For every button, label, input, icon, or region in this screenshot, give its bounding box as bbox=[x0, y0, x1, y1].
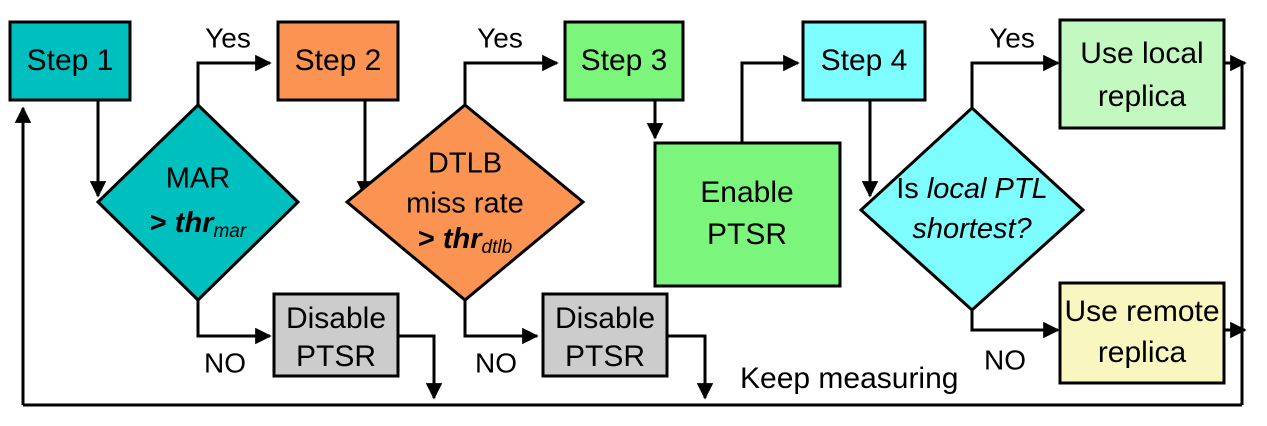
edge-mar-no-to-disable1 bbox=[196, 300, 272, 345]
node-step3-label: Step 3 bbox=[581, 44, 668, 77]
node-ptl-line1-italic: local PTL bbox=[927, 173, 1048, 205]
node-enable-ptsr-line1: Enable bbox=[700, 176, 793, 209]
node-disable-ptsr-2-line1: Disable bbox=[555, 302, 655, 335]
node-use-remote-replica[interactable] bbox=[1058, 281, 1226, 385]
edge-disable2-to-bottom bbox=[667, 334, 714, 400]
node-dtlb-line2: miss rate bbox=[406, 188, 524, 220]
node-step1[interactable] bbox=[8, 20, 132, 102]
node-use-local-replica-line2: replica bbox=[1098, 80, 1187, 113]
node-mar-decision[interactable] bbox=[95, 102, 301, 303]
node-ptl-line1-prefix: Is bbox=[896, 173, 927, 205]
node-disable-ptsr-2[interactable] bbox=[541, 292, 669, 378]
node-ptl-line1: Is local PTL bbox=[896, 173, 1048, 205]
node-disable-ptsr-2-line2: PTSR bbox=[565, 340, 645, 373]
node-dtlb-line3-prefix: > bbox=[418, 223, 443, 255]
node-step4-label: Step 4 bbox=[821, 44, 908, 77]
node-step2-label: Step 2 bbox=[295, 44, 382, 77]
edge-enable-ptsr-to-step4 bbox=[740, 54, 800, 143]
node-use-local-replica[interactable] bbox=[1058, 18, 1226, 130]
edge-label-keep-measuring: Keep measuring bbox=[740, 362, 958, 395]
node-dtlb-line3: > thrdtlb bbox=[418, 223, 512, 258]
edge-label-no-1: NO bbox=[204, 347, 246, 378]
edge-label-yes-2: Yes bbox=[477, 22, 523, 53]
edge-ptl-yes-to-use-local bbox=[970, 54, 1060, 108]
edge-label-yes-3: Yes bbox=[989, 22, 1035, 53]
node-enable-ptsr[interactable] bbox=[653, 141, 842, 288]
edge-ptl-no-to-use-remote bbox=[970, 310, 1060, 339]
node-ptl-decision[interactable] bbox=[858, 105, 1086, 313]
node-mar-line2-main: thr bbox=[175, 207, 215, 239]
edge-disable1-to-bottom bbox=[398, 334, 443, 400]
edge-label-no-3: NO bbox=[984, 344, 1026, 375]
node-disable-ptsr-1-line1: Disable bbox=[286, 302, 386, 335]
node-dtlb-decision[interactable] bbox=[344, 103, 586, 302]
node-enable-ptsr-line2: PTSR bbox=[707, 218, 787, 251]
edge-label-no-2: NO bbox=[475, 347, 517, 378]
node-step1-label: Step 1 bbox=[27, 44, 114, 77]
node-mar-line1: MAR bbox=[166, 163, 230, 195]
node-step3[interactable] bbox=[563, 20, 685, 102]
edge-dtlb-no-to-disable2 bbox=[463, 300, 539, 345]
node-disable-ptsr-1[interactable] bbox=[272, 292, 400, 378]
node-step4[interactable] bbox=[801, 20, 927, 102]
edge-dtlb-yes-to-step3 bbox=[463, 54, 559, 106]
node-dtlb-line3-sub: dtlb bbox=[482, 237, 513, 258]
node-use-remote-replica-line1: Use remote bbox=[1064, 295, 1219, 328]
node-use-local-replica-line1: Use local bbox=[1080, 37, 1203, 70]
node-mar-line2: > thrmar bbox=[150, 207, 247, 242]
node-ptl-line2: shortest? bbox=[912, 213, 1032, 245]
node-mar-line2-sub: mar bbox=[213, 221, 246, 242]
node-use-remote-replica-line2: replica bbox=[1098, 336, 1187, 369]
node-dtlb-line1: DTLB bbox=[428, 148, 502, 180]
edge-label-yes-1: Yes bbox=[205, 22, 251, 53]
node-mar-line2-prefix: > bbox=[150, 207, 175, 239]
node-dtlb-line3-main: thr bbox=[443, 223, 483, 255]
node-disable-ptsr-1-line2: PTSR bbox=[296, 340, 376, 373]
node-step2[interactable] bbox=[276, 20, 400, 102]
edge-mar-yes-to-step2 bbox=[196, 54, 272, 106]
